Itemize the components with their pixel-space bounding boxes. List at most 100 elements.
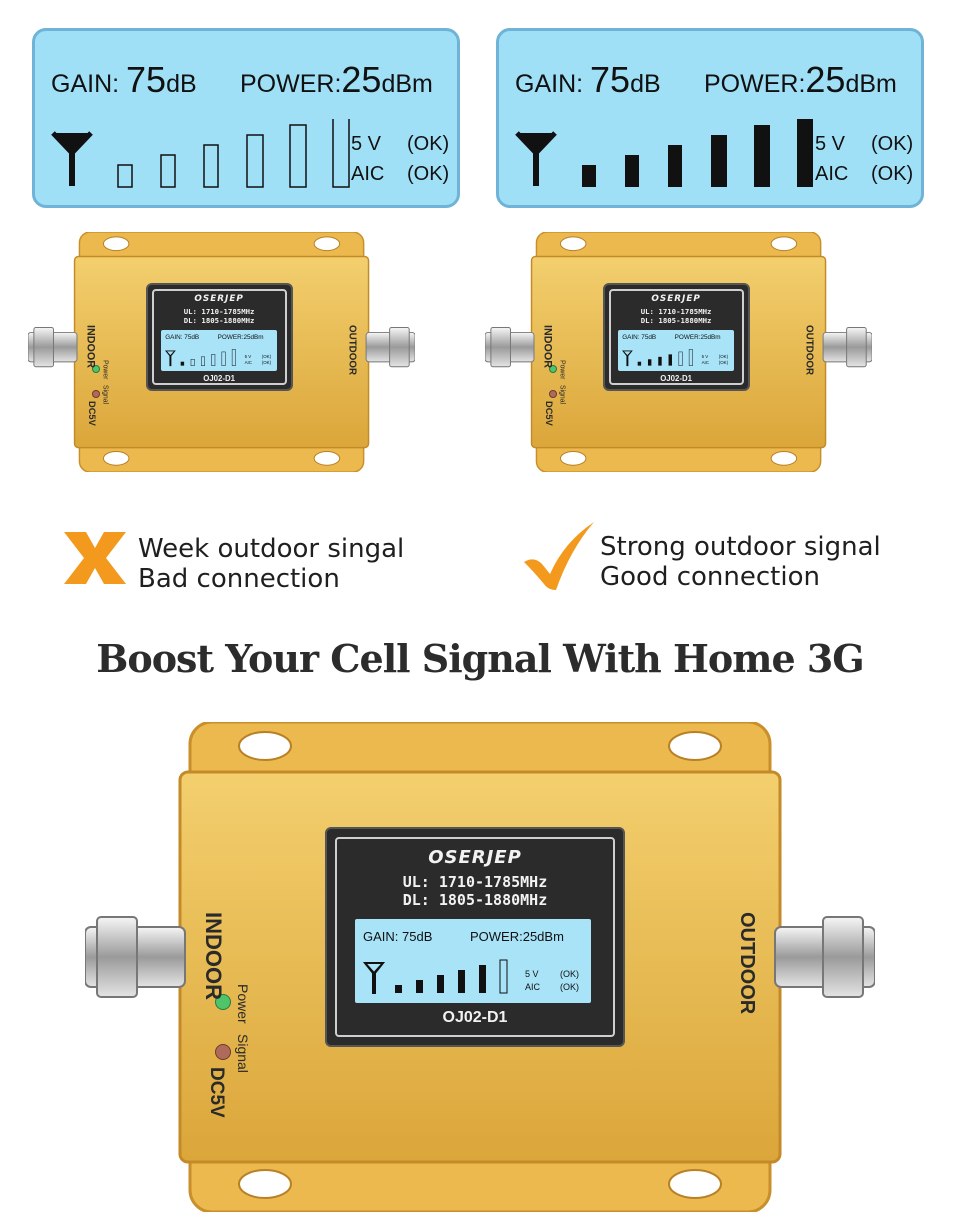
check-icon <box>524 522 594 590</box>
downlink-freq: DL: 1805-1880MHz <box>183 315 255 325</box>
cross-icon <box>64 532 126 584</box>
device-signal-bars <box>622 349 694 367</box>
display-frame <box>335 837 615 1037</box>
signal-led <box>91 389 100 398</box>
brand-logo: OSERJEP <box>194 294 244 305</box>
power-readout: POWER:25dBm <box>240 59 433 100</box>
device-gain: GAIN: 75dB <box>165 334 200 342</box>
power-led-label: Power <box>235 984 251 1024</box>
signal-bar <box>221 351 226 367</box>
signal-bar <box>637 361 642 366</box>
device-gain: GAIN: 75dB <box>622 334 657 342</box>
signal-bar <box>203 144 219 188</box>
good-signal-caption: Strong outdoor signal Good connection <box>600 532 881 592</box>
display-frame <box>151 289 287 386</box>
status-5v-value: (OK) <box>871 133 914 155</box>
indoor-label: INDOOR <box>84 325 97 369</box>
signal-bar <box>190 359 195 367</box>
signal-bar <box>395 985 402 993</box>
device-power: POWER:25dBm <box>217 334 264 342</box>
signal-bar <box>648 359 652 366</box>
status-5v-label: 5 V <box>351 133 382 155</box>
device-power: POWER:25dBm <box>470 929 564 944</box>
downlink-freq: DL: 1805-1880MHz <box>640 315 712 325</box>
lcd-panel-strong: GAIN: 75dB POWER:25dBm 5 V (OK) AIC (OK) <box>496 28 924 208</box>
signal-bar <box>689 349 694 367</box>
power-led-label: Power <box>558 360 566 380</box>
signal-led-label: Signal <box>235 1034 251 1073</box>
device-aic-ok: (OK) <box>718 360 729 366</box>
signal-bar <box>180 361 185 366</box>
power-led <box>215 994 231 1010</box>
antenna-icon <box>515 131 557 186</box>
device-5v: 5 V <box>244 354 252 360</box>
signal-bar <box>117 164 133 188</box>
status-aic-label: AIC <box>815 163 849 185</box>
signal-bar <box>160 154 176 188</box>
signal-bar <box>711 135 727 187</box>
signal-bar <box>458 970 465 993</box>
device-5v-ok: (OK) <box>718 354 729 360</box>
outdoor-label: OUTDOOR <box>803 325 815 376</box>
brand-logo: OSERJEP <box>428 847 522 868</box>
model-name: OJ02-D1 <box>442 1009 508 1026</box>
status-aic-value: (OK) <box>407 163 450 185</box>
signal-bar <box>246 134 264 188</box>
signal-bar <box>499 959 508 994</box>
device-5v-ok: (OK) <box>560 969 579 979</box>
signal-bar <box>668 354 673 366</box>
dc5v-label: DC5V <box>543 401 554 426</box>
device-5v: 5 V <box>525 969 539 979</box>
dc5v-label: DC5V <box>206 1067 227 1118</box>
antenna-icon <box>165 350 177 367</box>
bad-signal-caption: Week outdoor singal Bad connection <box>138 534 405 594</box>
signal-bar <box>437 975 444 993</box>
signal-bar <box>658 356 662 366</box>
power-led <box>91 365 100 374</box>
antenna-icon <box>622 350 634 367</box>
signal-bar <box>201 356 206 367</box>
gain-readout: GAIN: 75dB <box>515 59 661 100</box>
device-aic: AIC <box>525 982 541 992</box>
signal-bars <box>582 119 813 187</box>
signal-bars <box>117 119 350 188</box>
model-name: OJ02-D1 <box>660 373 692 383</box>
device-gain: GAIN: 75dB <box>363 929 433 944</box>
signal-led-label: Signal <box>558 384 566 404</box>
device-aic: AIC <box>244 360 252 366</box>
status-5v-value: (OK) <box>407 133 450 155</box>
uplink-freq: UL: 1710-1785MHz <box>402 873 548 891</box>
lcd-panel-weak: GAIN: 75dB POWER:25dBm 5 V (OK) AIC (OK) <box>32 28 460 208</box>
signal-led <box>215 1044 231 1060</box>
signal-led-label: Signal <box>101 384 109 404</box>
outdoor-label: OUTDOOR <box>346 325 358 376</box>
power-led-label: Power <box>101 360 109 380</box>
device-5v-ok: (OK) <box>261 354 272 360</box>
gain-readout: GAIN: 75dB <box>51 59 197 100</box>
signal-led <box>548 389 557 398</box>
power-readout: POWER:25dBm <box>704 59 897 100</box>
signal-bar <box>289 124 307 188</box>
status-aic-label: AIC <box>351 163 385 185</box>
signal-bar <box>211 354 216 367</box>
antenna-icon <box>51 131 93 186</box>
device-5v: 5 V <box>701 354 709 360</box>
signal-bar <box>625 155 639 187</box>
dc5v-label: DC5V <box>86 401 97 426</box>
device-signal-bars <box>363 959 508 994</box>
outdoor-label: OUTDOOR <box>736 912 758 1015</box>
signal-bar <box>232 349 237 367</box>
status-5v-label: 5 V <box>815 133 846 155</box>
headline: Boost Your Cell Signal With Home 3G <box>96 636 865 681</box>
indoor-label: INDOOR <box>201 912 226 1000</box>
power-led <box>548 365 557 374</box>
antenna-icon <box>363 962 386 994</box>
signal-bar <box>582 165 596 187</box>
device-aic-ok: (OK) <box>261 360 272 366</box>
signal-bar <box>479 965 486 993</box>
